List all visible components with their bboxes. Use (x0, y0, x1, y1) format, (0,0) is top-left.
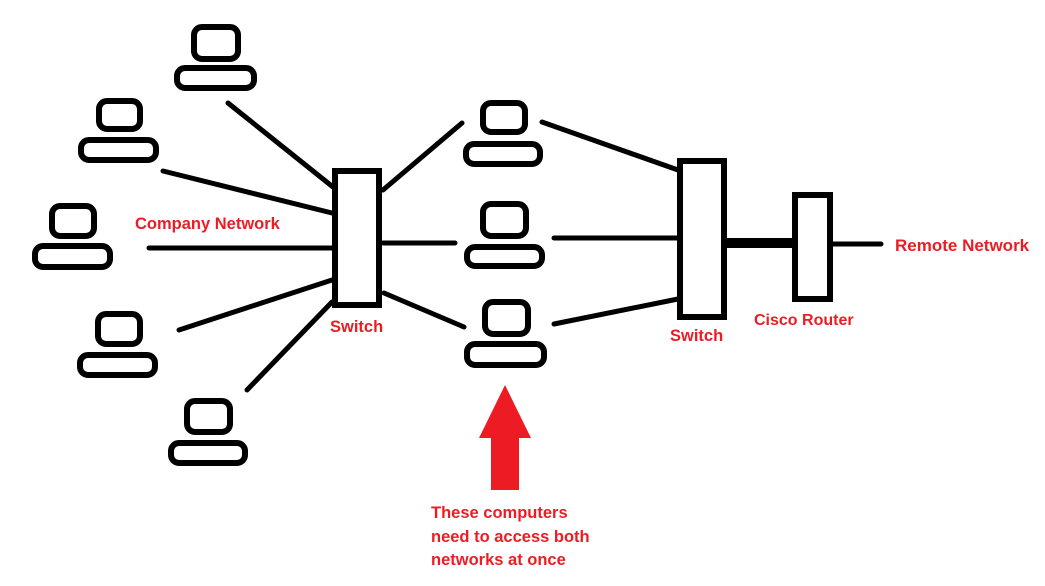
computer-monitor (480, 100, 528, 135)
link-shared3-switch2 (551, 296, 681, 327)
company-network-label: Company Network (135, 215, 280, 233)
link-switch-shared3 (381, 290, 467, 330)
switch-box-left (332, 168, 382, 308)
right-switch-label: Switch (670, 327, 724, 345)
link-pc2-switch (160, 168, 335, 216)
annotation-text: These computers need to access both netw… (431, 502, 590, 573)
cisco-router-label: Cisco Router (754, 312, 854, 329)
computer-base (464, 244, 545, 269)
computer-base (464, 341, 547, 368)
computer-base (463, 141, 543, 167)
computer-monitor (184, 398, 233, 435)
computer-icon (464, 299, 547, 368)
computer-monitor (482, 299, 531, 337)
shared-right-switch-links (539, 119, 681, 327)
left-switch-label: Switch (330, 318, 384, 336)
computer-base (78, 137, 159, 163)
link-switch-shared1 (380, 120, 465, 193)
link-pc1-switch (225, 100, 336, 190)
computer-icon (464, 201, 545, 269)
computer-monitor (49, 203, 97, 239)
link-shared1-switch2 (539, 119, 681, 173)
remote-network-label: Remote Network (895, 236, 1030, 255)
computer-base (168, 440, 248, 466)
computer-monitor (96, 98, 143, 132)
computer-base (32, 243, 113, 270)
computer-monitor (480, 201, 529, 239)
router-box (792, 192, 833, 302)
link-pc5-switch (244, 299, 335, 393)
annotation-line-2: need to access both (431, 527, 590, 546)
computer-monitor (95, 311, 143, 347)
computer-icon (463, 100, 543, 167)
switch-box-right (677, 158, 727, 320)
left-switch-shared-links (380, 120, 467, 330)
annotation-line-3: networks at once (431, 551, 566, 569)
computer-monitor (191, 24, 241, 62)
company-links (146, 100, 337, 393)
link-pc4-switch (176, 277, 335, 333)
annotation-line-1: These computers (431, 504, 568, 522)
computer-icon (77, 311, 158, 378)
computer-icon (78, 98, 159, 163)
computer-base (77, 352, 158, 378)
computer-icon (174, 24, 257, 91)
computer-base (174, 65, 257, 91)
up-arrow-icon (479, 385, 531, 490)
computer-icon (168, 398, 248, 466)
computer-icon (32, 203, 113, 270)
